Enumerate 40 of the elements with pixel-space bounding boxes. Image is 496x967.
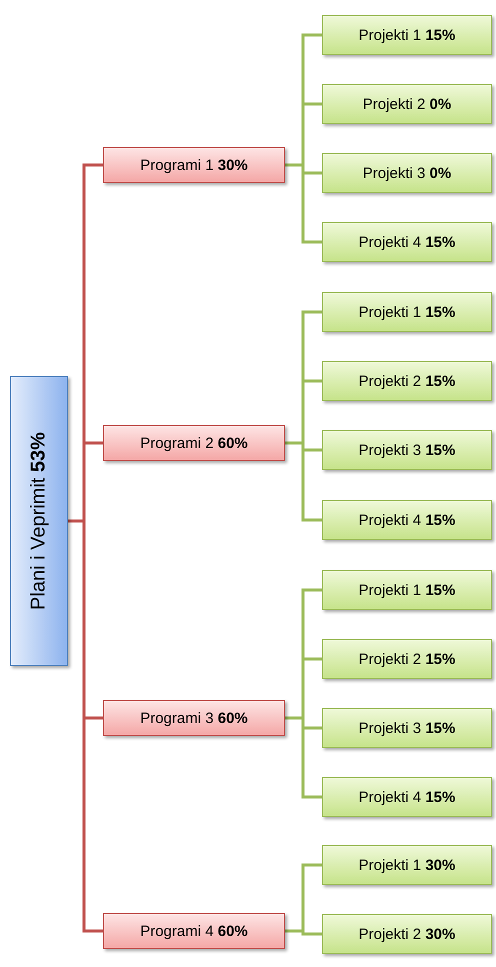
- project-box: [322, 570, 492, 610]
- node-label: Projekti 2 0%: [362, 96, 452, 112]
- project-box: [322, 777, 492, 817]
- program-box: [103, 425, 285, 461]
- node-label: Projekti 4 15%: [358, 234, 456, 250]
- node-label: Projekti 1 15%: [358, 304, 456, 320]
- project-box: [322, 430, 492, 470]
- plan-box: [10, 376, 68, 666]
- project-box: [322, 222, 492, 262]
- node-label: Plani i Veprimit 53%: [28, 432, 50, 610]
- project-box: [322, 708, 492, 748]
- program-box: [103, 700, 285, 736]
- node-label: Projekti 1 15%: [358, 26, 456, 44]
- node-label: Projekti 1 30%: [358, 856, 456, 874]
- node-label: Projekti 1 15%: [358, 582, 456, 598]
- project-box: [322, 845, 492, 885]
- project-box: [322, 639, 492, 679]
- node-label: Projekti 2 15%: [358, 650, 456, 668]
- project-box: [322, 914, 492, 954]
- node-label: Programi 2 60%: [140, 434, 248, 452]
- node-label: Projekti 4 15%: [358, 788, 456, 806]
- program-box: [103, 913, 285, 949]
- project-box: [322, 153, 492, 193]
- node-label: Projekti 2 30%: [358, 926, 456, 942]
- node-label: Programi 1 30%: [140, 156, 248, 174]
- node-label: Projekti 3 15%: [358, 720, 456, 736]
- connector-line: [285, 930, 322, 936]
- node-label: Projekti 2 15%: [358, 372, 456, 390]
- project-box: [322, 500, 492, 540]
- project-box: [322, 361, 492, 401]
- node-label: Projekti 3 15%: [358, 442, 456, 458]
- program-box: [103, 147, 285, 183]
- node-label: Programi 3 60%: [140, 710, 248, 726]
- node-label: Programi 4 60%: [140, 922, 248, 940]
- node-label: Projekti 4 15%: [358, 512, 456, 528]
- project-box: [322, 292, 492, 332]
- connector-line: [68, 520, 103, 932]
- project-box: [322, 84, 492, 124]
- project-box: [322, 15, 492, 55]
- node-label: Projekti 3 0%: [362, 164, 452, 182]
